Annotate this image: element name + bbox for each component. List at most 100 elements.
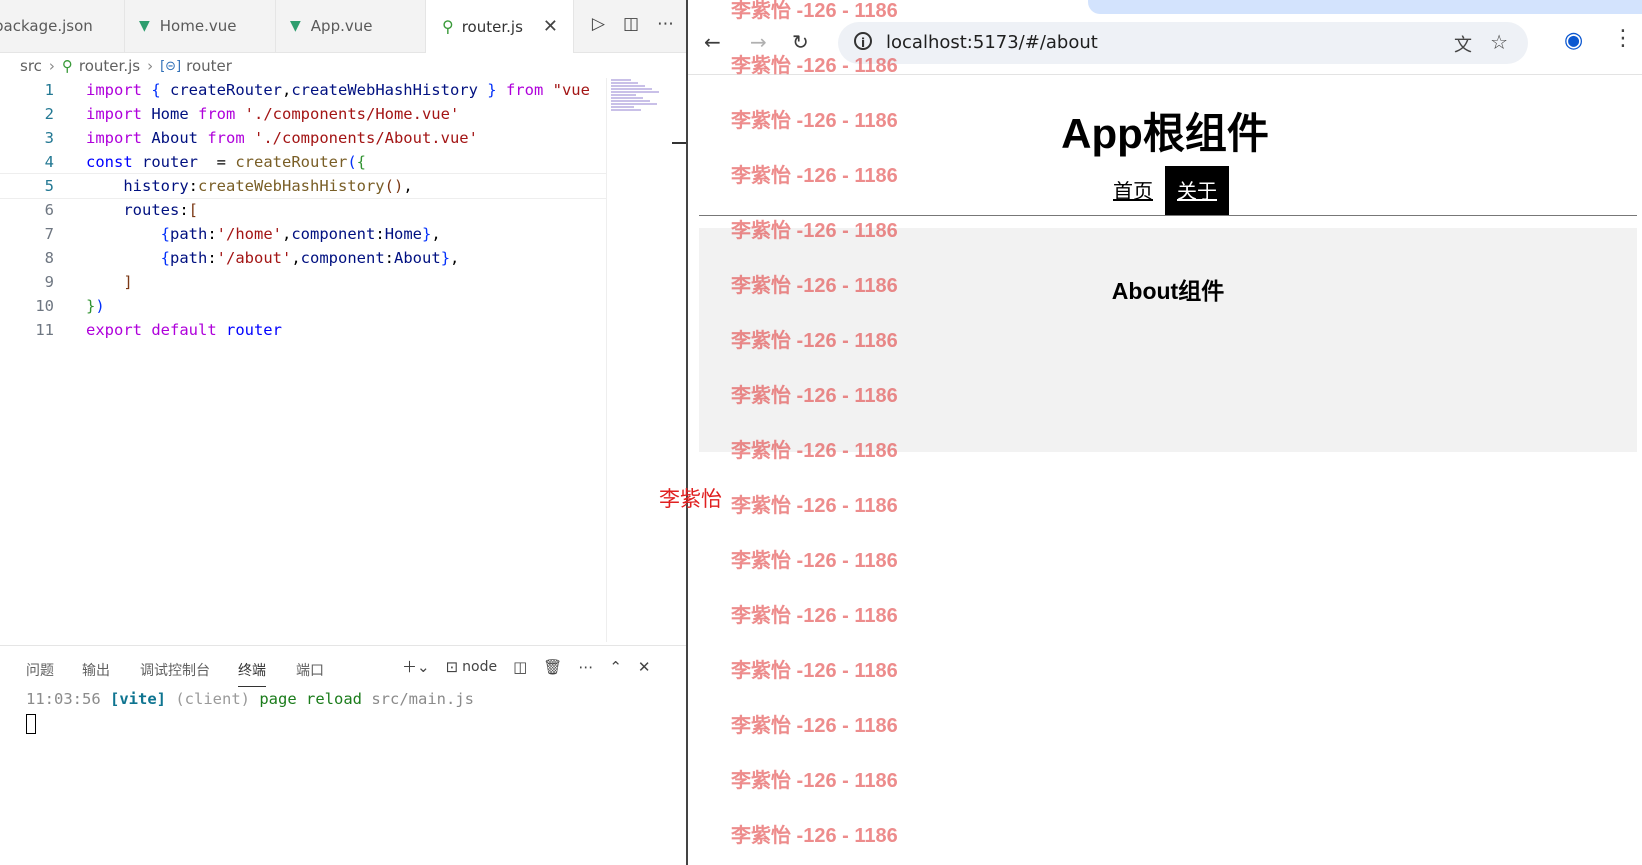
code-token: , [281,81,292,99]
more-actions-icon[interactable]: ⋯ [578,657,594,676]
panel-tab-problems[interactable]: 问题 [26,663,54,679]
breadcrumb-file[interactable]: router.js [78,57,141,75]
code-token: = [207,153,236,171]
scrollbar[interactable] [672,142,686,144]
address-bar[interactable]: i localhost:5173/#/about 文 ☆ [838,22,1528,64]
panel-tab-terminal[interactable]: 终端 [238,660,266,687]
code-token: component [300,249,385,267]
panel-tab-debug-console[interactable]: 调试控制台 [140,663,210,679]
new-terminal-icon[interactable]: ＋⌄ [402,658,430,676]
code-token: history [123,177,189,195]
code-token: path [170,225,208,243]
code-token: from [207,129,254,147]
maximize-panel-icon[interactable]: ⌃ [609,657,622,676]
tab-app-vue[interactable]: ▼ App.vue [276,0,426,52]
code-line[interactable]: 10}) [0,294,606,318]
code-token [86,249,161,267]
terminal-output[interactable]: 11:03:56 [vite] (client) page reload src… [26,690,474,708]
nav-link-about[interactable]: 关于 [1165,166,1229,216]
signature-text: 李紫怡 [659,488,722,511]
panel-tab-output[interactable]: 输出 [82,663,110,679]
code-line[interactable]: 5 history:createWebHashHistory(), [0,173,607,199]
code-token: , [431,225,441,243]
code-token: Home [384,225,423,243]
browser-menu-icon[interactable]: ⋮ [1612,26,1634,51]
bookmark-star-icon[interactable]: ☆ [1490,30,1508,54]
profile-icon[interactable]: ◉ [1564,28,1584,53]
tab-home-vue[interactable]: ▼ Home.vue [125,0,276,52]
split-terminal-icon[interactable]: ◫ [513,657,528,676]
chevron-right-icon: › [48,57,55,75]
code-token: { [160,249,170,267]
reload-icon[interactable]: ↻ [792,30,809,54]
window-divider[interactable] [686,0,688,865]
minimap[interactable] [606,78,673,642]
breadcrumb-folder[interactable]: src [20,57,42,75]
line-number: 9 [44,273,54,291]
split-editor-icon[interactable]: ◫ [622,14,639,34]
code-token [86,273,123,291]
url-text[interactable]: localhost:5173/#/about [886,32,1098,53]
translate-icon[interactable]: 文 [1454,35,1472,56]
forward-arrow-icon[interactable]: → [750,30,767,54]
view-title: About组件 [1111,278,1225,304]
site-info-icon[interactable]: i [854,32,872,50]
close-icon[interactable]: ✕ [542,16,558,37]
code-token: import [86,81,142,99]
vue-icon: ▼ [139,18,150,34]
minimap-line [611,97,643,99]
code-line[interactable]: 8 {path:'/about',component:About}, [0,246,606,270]
code-token: Home [151,105,198,123]
minimap-line [611,109,641,111]
line-number: 7 [44,225,54,243]
router-icon: ⚲ [442,17,454,36]
code-token: , [403,177,413,195]
minimap-line [611,82,638,84]
code-token: { [160,225,170,243]
line-number: 5 [44,177,54,195]
code-token: , [282,225,292,243]
back-arrow-icon[interactable]: ← [704,30,721,54]
panel-tab-ports[interactable]: 端口 [296,663,324,679]
code-token: export [86,321,152,339]
tab-label: App.vue [310,17,373,35]
line-text: const router = createRouter({ [86,150,366,174]
code-token: : [207,225,217,243]
code-line[interactable]: 7 {path:'/home',component:Home}, [0,222,606,246]
router-view: About组件 [699,228,1637,452]
more-actions-icon[interactable]: ⋯ [657,14,674,34]
code-token [86,177,123,195]
tab-package-json[interactable]: package.json [0,0,125,52]
symbol-variable-icon: [⊝] [160,58,182,74]
line-text: {path:'/about',component:About}, [86,246,460,270]
line-number: 3 [44,129,54,147]
browser-tab-strip[interactable] [1088,0,1642,14]
breadcrumb-symbol[interactable]: router [186,57,232,75]
terminal-cursor [26,714,36,734]
code-token: : [179,201,189,219]
browser-window: ← → ↻ i localhost:5173/#/about 文 ☆ ◉ ⋮ A… [688,0,1642,865]
nav-link-home[interactable]: 首页 [1113,181,1153,203]
code-token [86,225,161,243]
line-number: 10 [35,297,54,315]
terminal-message: page reload [259,690,362,708]
run-icon[interactable]: ▷ [591,14,605,34]
code-token [86,201,123,219]
code-line[interactable]: 6 routes:[ [0,198,606,222]
router-nav: 首页 关于 [688,166,1642,216]
tab-router-js[interactable]: ⚲ router.js ✕ [426,0,574,53]
terminal-name[interactable]: node [462,658,498,675]
code-token: : [207,249,217,267]
code-line[interactable]: 9 ] [0,270,606,294]
code-token: createRouter [170,81,282,99]
line-number: 1 [44,81,54,99]
close-panel-icon[interactable]: ✕ [637,657,651,676]
trash-icon[interactable]: 🗑 [543,657,563,676]
code-token: router [142,153,208,171]
